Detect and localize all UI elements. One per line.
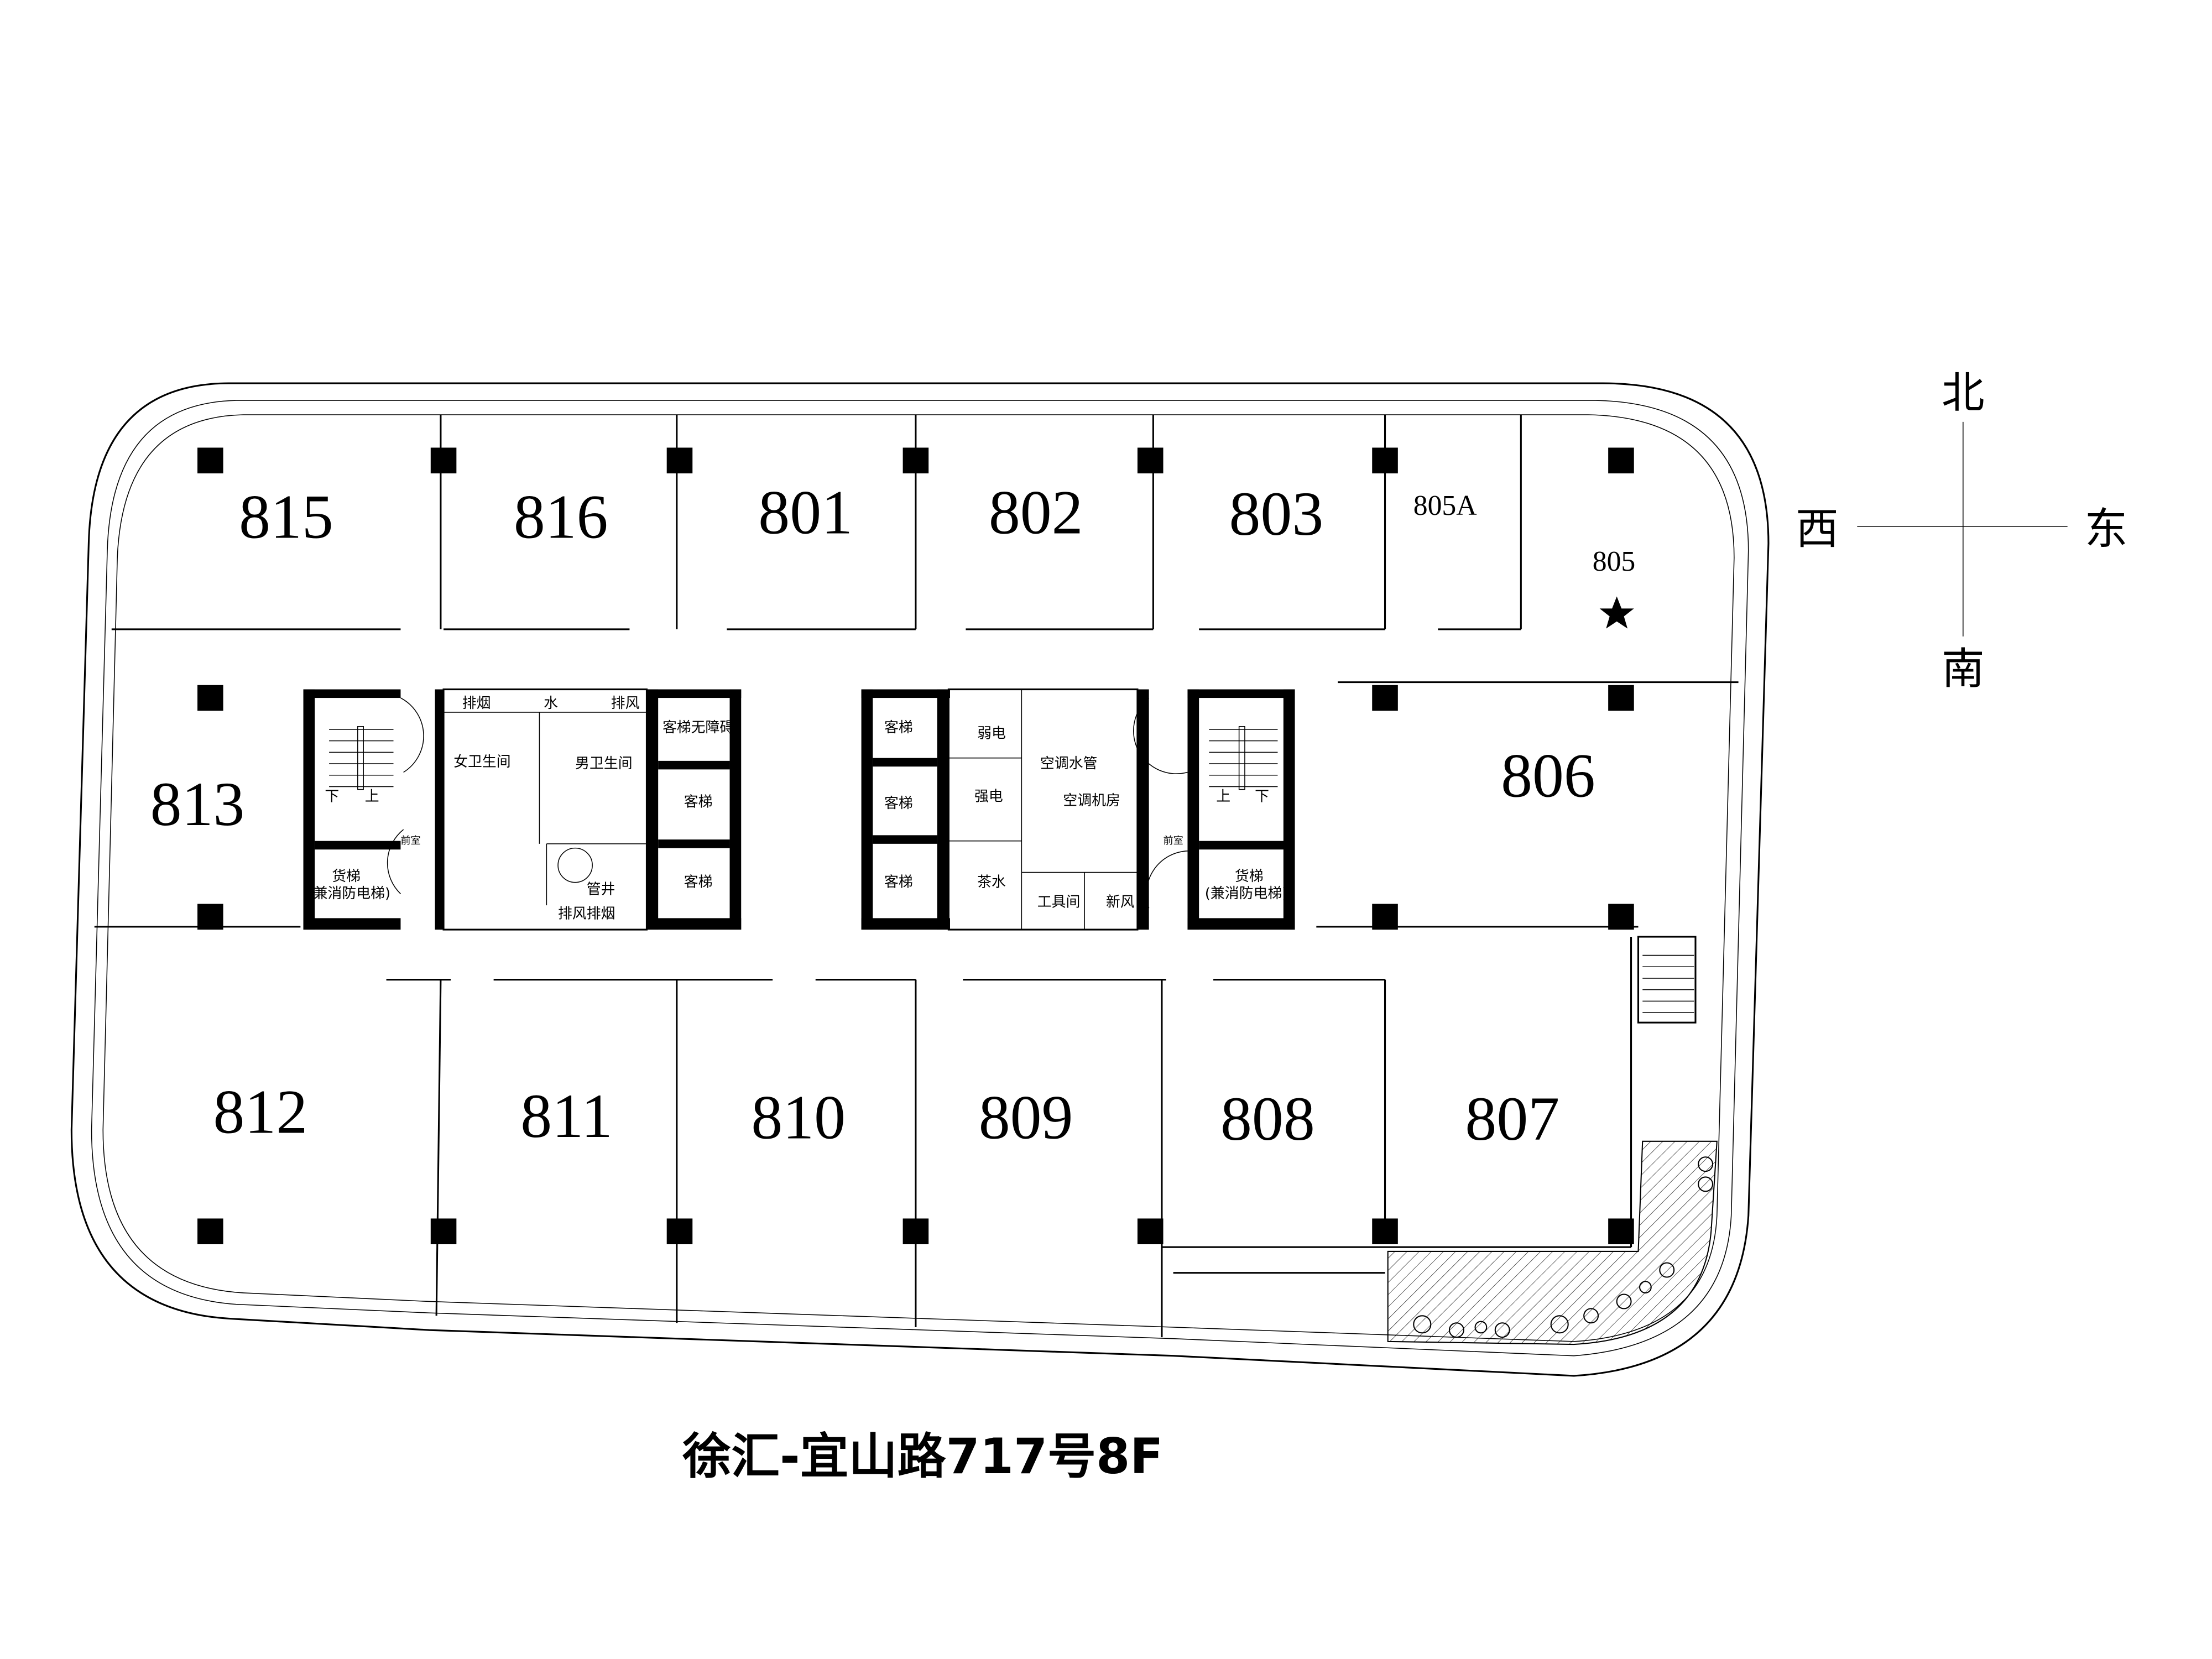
structural-columns xyxy=(197,447,1634,1244)
room-810[interactable]: 810 xyxy=(751,1083,846,1152)
label-stair-up: 上 xyxy=(1216,788,1230,805)
label-elevator: 客梯 xyxy=(684,874,713,890)
room-815[interactable]: 815 xyxy=(239,482,333,551)
label-freight-elevator: 货梯 xyxy=(332,868,361,885)
label-stair-down: 下 xyxy=(1255,788,1269,805)
label-mens-restroom: 男卫生间 xyxy=(575,755,632,772)
compass-north: 北 xyxy=(1942,368,1985,418)
compass-east: 东 xyxy=(2085,504,2128,554)
label-exhaust-smoke: 排风排烟 xyxy=(558,905,615,922)
room-812[interactable]: 812 xyxy=(213,1077,308,1146)
partition-walls xyxy=(94,415,1739,1338)
building-outline xyxy=(70,382,1770,1377)
label-low-voltage: 弱电 xyxy=(977,725,1006,742)
room-805[interactable]: 805 xyxy=(1593,546,1636,577)
room-labels: 815 816 801 802 803 805A 805 806 813 812… xyxy=(150,478,1636,1154)
label-fresh-air: 新风 xyxy=(1106,894,1135,911)
label-womens-restroom: 女卫生间 xyxy=(453,754,510,770)
label-anteroom: 前室 xyxy=(1163,835,1183,847)
label-elevator: 客梯 xyxy=(884,795,913,812)
room-806[interactable]: 806 xyxy=(1501,741,1595,811)
label-freight-elevator: 货梯 xyxy=(1235,868,1264,885)
core-right: 客梯 客梯 客梯 弱电 强电 空调水管 空调机房 茶水 工具间 新风 货梯 (兼… xyxy=(861,688,1295,931)
label-anteroom: 前室 xyxy=(400,835,420,847)
room-808[interactable]: 808 xyxy=(1220,1084,1315,1154)
label-freight-elevator-note: (兼消防电梯) xyxy=(1205,885,1288,902)
terrace-garden xyxy=(1387,1140,1718,1345)
room-809[interactable]: 809 xyxy=(979,1083,1073,1152)
label-high-voltage: 强电 xyxy=(974,788,1003,805)
label-tea-room: 茶水 xyxy=(977,874,1006,890)
label-stair-up: 上 xyxy=(365,788,379,805)
label-shaft: 管井 xyxy=(587,881,615,898)
label-ac-room: 空调机房 xyxy=(1063,792,1120,809)
label-exhaust: 排风 xyxy=(611,695,640,712)
room-811[interactable]: 811 xyxy=(520,1081,613,1151)
core-left: 排烟 水 排风 女卫生间 男卫生间 客梯无障碍 客梯 客梯 货梯 (兼消防电梯)… xyxy=(303,688,742,931)
label-freight-elevator-note: (兼消防电梯) xyxy=(308,885,391,902)
label-elevator: 客梯 xyxy=(884,874,913,890)
label-elevator: 客梯 xyxy=(684,794,713,811)
room-807[interactable]: 807 xyxy=(1465,1084,1559,1154)
label-stair-down: 下 xyxy=(325,788,339,805)
room-816[interactable]: 816 xyxy=(514,482,608,551)
plant-icons xyxy=(1413,1156,1714,1338)
label-accessible-elevator: 客梯无障碍 xyxy=(662,719,734,736)
label-elevator: 客梯 xyxy=(884,719,913,736)
label-smoke-exhaust: 排烟 xyxy=(462,695,491,712)
exterior-stair xyxy=(1637,936,1697,1024)
room-802[interactable]: 802 xyxy=(989,478,1083,547)
compass-south: 南 xyxy=(1942,644,1985,694)
room-805a[interactable]: 805A xyxy=(1413,490,1477,521)
plan-title: 徐汇-宜山路717号8F xyxy=(682,1428,1163,1485)
star-icon xyxy=(1599,596,1634,629)
label-ac-pipe: 空调水管 xyxy=(1040,755,1097,772)
room-803[interactable]: 803 xyxy=(1229,479,1324,549)
compass: 北 西 东 南 xyxy=(1796,368,2127,694)
room-813[interactable]: 813 xyxy=(150,769,245,839)
room-801[interactable]: 801 xyxy=(758,478,853,547)
compass-west: 西 xyxy=(1796,504,1839,554)
label-tool-room: 工具间 xyxy=(1037,894,1081,911)
label-water: 水 xyxy=(544,695,558,712)
